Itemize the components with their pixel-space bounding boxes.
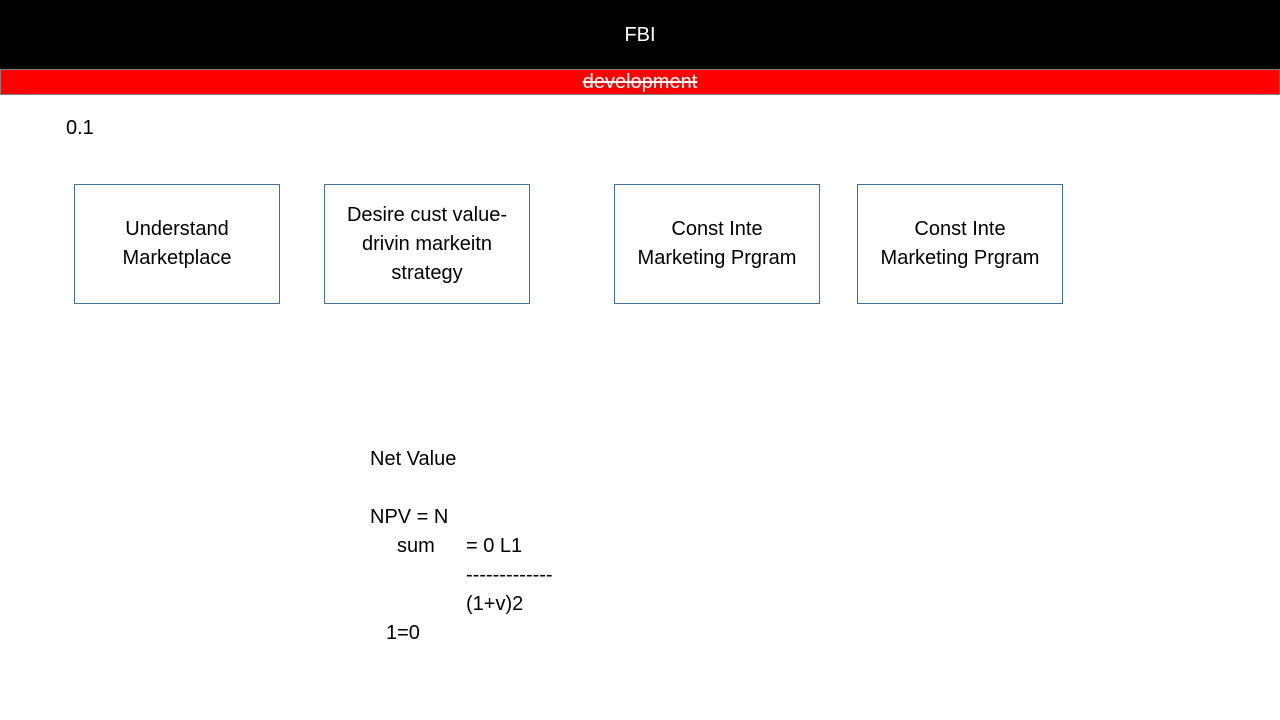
formula-heading: Net Value [370, 448, 457, 470]
slide-title: FBI [624, 23, 656, 46]
process-box-line: Const Inte [671, 218, 763, 240]
formula-index: 1=0 [386, 622, 420, 644]
process-box-line: Desire cust value- [346, 203, 508, 226]
process-box-line: Understand [125, 218, 229, 240]
formula-denominator: (1+v)2 [466, 593, 524, 615]
process-box-marketing-program[interactable]: Const Inte Marketing Prgram [614, 184, 820, 304]
slide-subtitle: development [582, 71, 698, 93]
process-box-line: Marketing Prgram [637, 247, 797, 269]
process-box-text: Understand Marketplace [119, 215, 236, 273]
formula-divider: ------------- [466, 564, 553, 586]
formula-sum: sum [397, 535, 435, 557]
process-box-text: Const Inte Marketing Prgram [877, 215, 1044, 273]
formula-numerator: = 0 L1 [466, 535, 523, 557]
process-box-line: Const Inte [914, 218, 1006, 240]
process-box-line: strategy [391, 261, 463, 284]
process-box-strategy[interactable]: Desire cust value- drivin markeitn strat… [324, 184, 530, 304]
process-box-line: drivin markeitn [361, 232, 493, 255]
process-box-understand-marketplace[interactable]: Understand Marketplace [74, 184, 280, 304]
process-box-text: Desire cust value- drivin markeitn strat… [343, 201, 511, 288]
process-box-marketing-program-2[interactable]: Const Inte Marketing Prgram [857, 184, 1063, 304]
process-box-line: Marketing Prgram [880, 247, 1040, 269]
process-box-text: Const Inte Marketing Prgram [634, 215, 801, 273]
process-box-line: Marketplace [122, 247, 232, 269]
version-label: 0.1 [66, 117, 94, 139]
formula-npv: NPV = N [370, 506, 449, 528]
title-bar: FBI [0, 0, 1280, 69]
subtitle-bar: development [0, 69, 1280, 95]
